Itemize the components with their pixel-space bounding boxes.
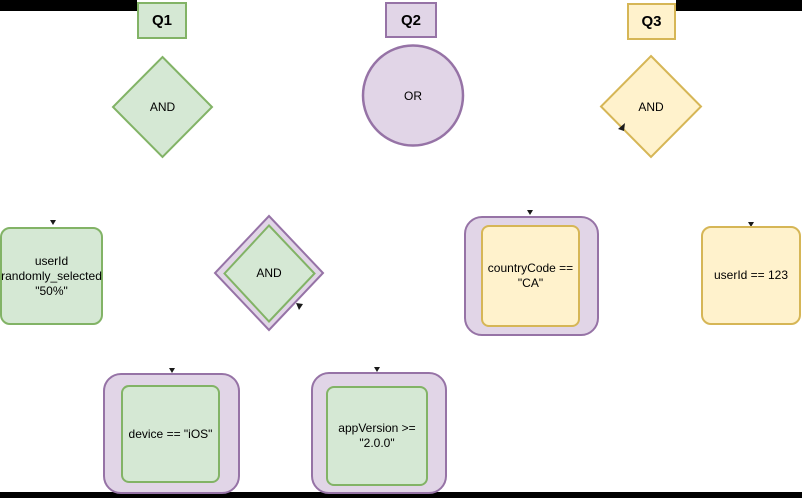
- operator-text: OR: [404, 88, 422, 103]
- q2-title-box: Q2: [385, 2, 437, 38]
- q2-or-circle: [361, 44, 465, 147]
- condition-line: countryCode ==: [487, 261, 574, 275]
- condition-line: "50%": [35, 283, 68, 298]
- condition-text: countryCode == "CA": [488, 261, 573, 291]
- q3-and-diamond: [599, 54, 703, 159]
- operator-text: AND: [638, 99, 664, 114]
- condition-line: device == "iOS": [128, 426, 213, 441]
- q3-userid-condition-box: userId == 123: [701, 226, 801, 325]
- operator-text: AND: [149, 100, 176, 114]
- operator-text: AND: [256, 266, 282, 280]
- q3-and-label: AND: [601, 56, 701, 157]
- arrowhead-icon: [527, 210, 533, 215]
- q2-country-condition-box: countryCode == "CA": [481, 225, 580, 327]
- nested-and-diamond-inner: [223, 224, 316, 323]
- condition-text: userId == 123: [714, 268, 788, 283]
- condition-line: "CA": [517, 276, 544, 290]
- condition-line: randomly_selected: [1, 268, 102, 283]
- arrowhead-icon: [618, 123, 625, 131]
- arrowhead-icon: [748, 222, 754, 227]
- condition-line: userId == 123: [713, 268, 789, 282]
- q3-title: Q3: [641, 13, 662, 30]
- arrowhead-icon: [374, 367, 380, 372]
- top-right-black-bar: [676, 0, 802, 11]
- condition-line: userId: [34, 253, 69, 268]
- q2-or-label: OR: [363, 45, 463, 146]
- q1-and-label: AND: [112, 57, 213, 157]
- nested-and-label: AND: [215, 216, 323, 330]
- arrowhead-icon: [296, 303, 303, 310]
- condition-text: userId randomly_selected "50%": [1, 254, 102, 299]
- q1-title: Q1: [151, 12, 172, 29]
- condition-line: appVersion >=: [338, 421, 416, 435]
- appversion-condition-box: appVersion >= "2.0.0": [326, 386, 428, 486]
- top-left-black-bar: [0, 0, 137, 11]
- condition-text: device == "iOS": [129, 427, 213, 442]
- arrowhead-icon: [169, 368, 175, 373]
- q2-title: Q2: [400, 11, 421, 29]
- condition-text: appVersion >= "2.0.0": [338, 421, 415, 451]
- q1-and-diamond: [111, 55, 214, 159]
- device-condition-box: device == "iOS": [121, 385, 220, 483]
- bottom-black-bar: [0, 492, 802, 498]
- condition-line: "2.0.0": [359, 436, 395, 450]
- q3-title-box: Q3: [627, 3, 676, 40]
- q1-title-box: Q1: [137, 2, 187, 39]
- q1-random-condition-box: userId randomly_selected "50%": [0, 227, 103, 325]
- arrowhead-icon: [50, 220, 56, 225]
